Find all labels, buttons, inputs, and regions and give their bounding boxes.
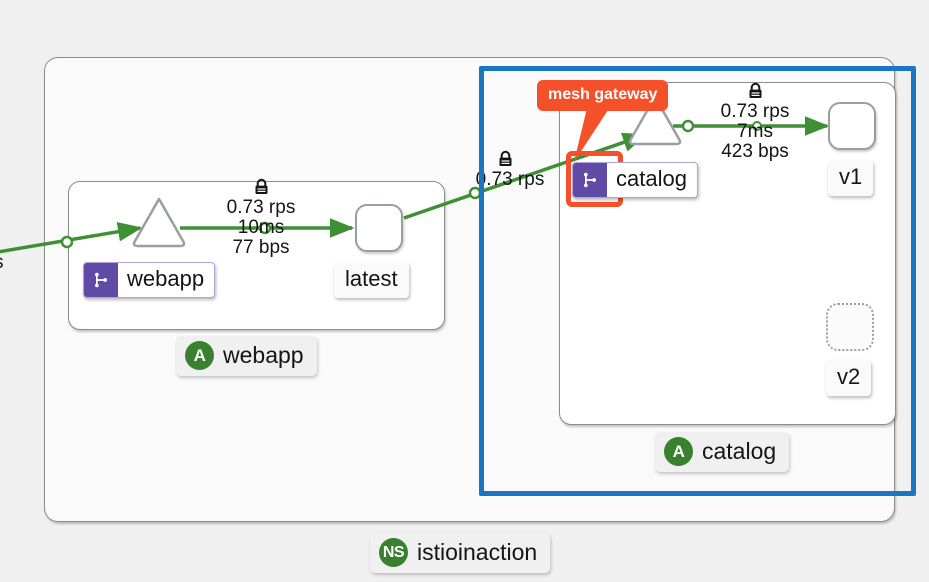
annotation-callout-mesh-gateway: mesh gateway <box>537 80 669 111</box>
app-badge-icon: A <box>664 437 693 466</box>
edge-label-catalog-service-to-v1: 0.73 rps 7ms 423 bps <box>688 82 822 162</box>
app-group-label-text: webapp <box>223 342 304 368</box>
workload-node-latest[interactable] <box>355 204 403 252</box>
node-label-text: v1 <box>839 164 863 189</box>
annotation-callout-tail <box>574 104 612 162</box>
app-group-label-catalog[interactable]: A catalog <box>655 432 790 472</box>
lock-icon <box>203 178 319 198</box>
edge-label-webapp-service-to-latest: 0.73 rps 10ms 77 bps <box>203 178 319 258</box>
namespace-group-label-text: istioinaction <box>417 539 538 565</box>
gateway-icon <box>84 263 118 297</box>
namespace-badge-icon: NS <box>379 538 408 567</box>
edge-metric-throughput: 423 bps <box>721 141 789 162</box>
edge-metric-rps: 0.73 rps <box>475 169 545 190</box>
edge-metric-throughput: 77 bps <box>232 237 290 258</box>
node-label-text: webapp <box>127 266 205 291</box>
lock-icon <box>462 150 548 170</box>
annotation-rect-catalog-app <box>479 66 916 496</box>
workload-node-v1[interactable] <box>828 102 876 150</box>
lock-icon <box>688 82 822 102</box>
node-label-webapp-service[interactable]: webapp <box>83 262 216 298</box>
app-badge-icon: A <box>185 341 214 370</box>
node-label-text: latest <box>345 266 398 291</box>
edge-metric-latency: 10ms <box>237 217 285 238</box>
edge-label-ingress-clipped: s <box>0 252 4 274</box>
namespace-group-label[interactable]: NS istioinaction <box>370 533 551 573</box>
node-label-latest[interactable]: latest <box>334 262 409 298</box>
edge-metric-rps: 0.73 rps <box>226 197 296 218</box>
node-label-text: v2 <box>837 364 861 389</box>
edge-metric-rps: 0.73 rps <box>720 101 790 122</box>
edge-metric-latency: 7ms <box>737 121 773 142</box>
workload-node-v2[interactable] <box>826 303 874 351</box>
node-label-v2[interactable]: v2 <box>826 360 872 396</box>
node-label-v1[interactable]: v1 <box>828 160 874 196</box>
app-group-label-webapp[interactable]: A webapp <box>176 336 317 376</box>
app-group-label-text: catalog <box>702 438 777 464</box>
edge-label-latest-to-catalog-service: 0.73 rps <box>462 150 580 190</box>
